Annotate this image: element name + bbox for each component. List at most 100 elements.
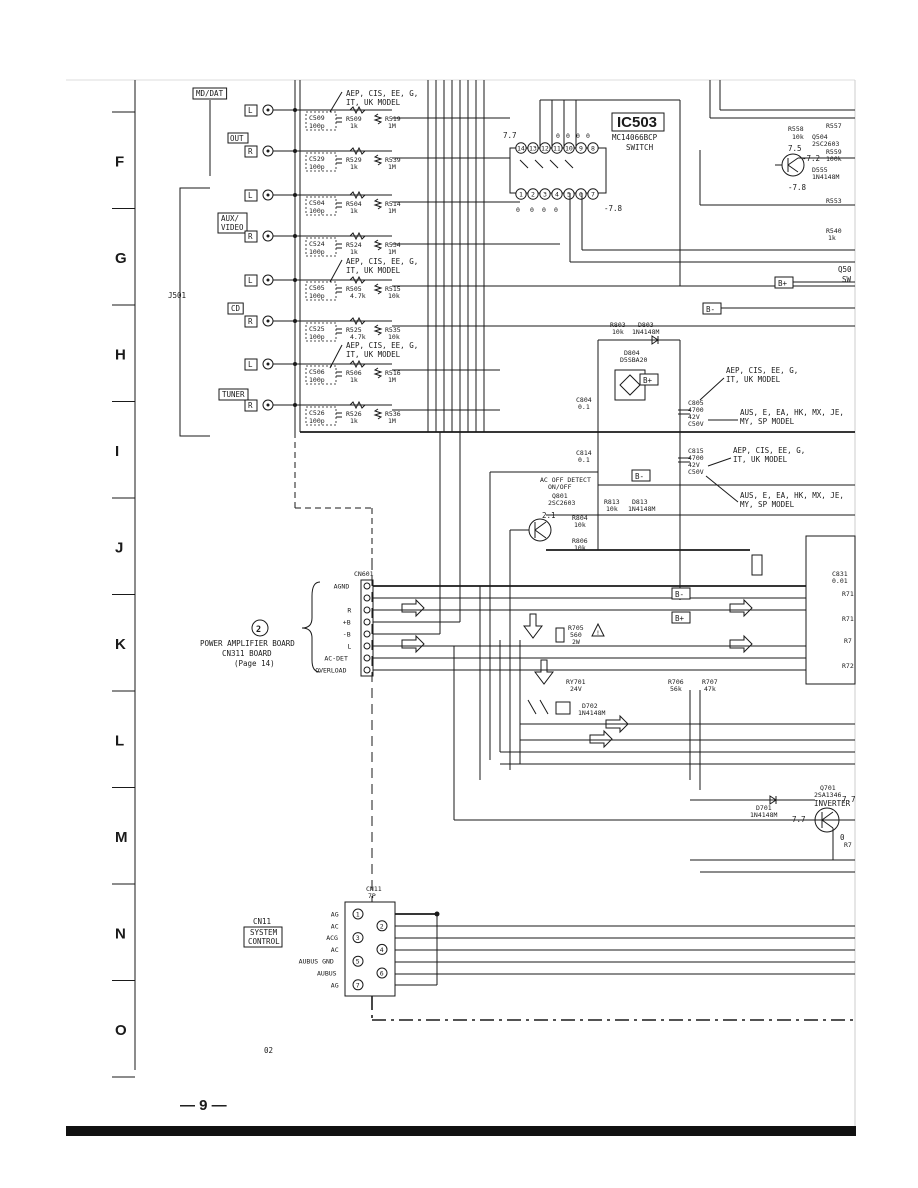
ic503-pin-14 [515, 142, 527, 154]
power-note-3b: IT, UK MODEL [733, 455, 788, 464]
resistor-2-ref: R516 [385, 369, 401, 377]
capacitor-ref: C506 [309, 368, 325, 376]
bplus-box-3 [671, 611, 691, 624]
cn601-pin [363, 654, 371, 662]
capacitor-ref: C504 [309, 199, 325, 207]
d803-symbol [651, 335, 659, 345]
r72-ref: R72 [842, 662, 854, 670]
r705-ref: R705 [568, 624, 584, 632]
cn11-pin [352, 979, 364, 991]
ic503-pin-label: 11 [553, 145, 561, 153]
jack-node [293, 362, 297, 366]
jack-group-label-box [227, 302, 244, 315]
jack-side-box [244, 189, 258, 202]
resistor-2-value: 1M [388, 376, 396, 384]
q701-part: 2SA1346 [814, 791, 841, 799]
ic503-body [509, 147, 607, 194]
capacitor-symbol [336, 243, 342, 249]
r559-ref: R559 [826, 148, 842, 156]
r71b-ref: R71 [842, 615, 854, 623]
capacitor-symbol [336, 371, 342, 377]
d804-bridge-symbol [619, 374, 641, 396]
r705-val: 560 [570, 631, 582, 639]
r803-val: 10k [612, 328, 624, 336]
warning-triangle [591, 622, 605, 637]
c814-val: 0.1 [578, 456, 590, 464]
jack-group-label: AUX/ [221, 214, 239, 223]
ic503-pin-label: 4 [555, 191, 559, 199]
ic503-pin-label: 13 [529, 145, 537, 153]
jack-socket-center [266, 108, 270, 112]
jack-group-label: CD [231, 304, 241, 313]
c804-ref: C804 [576, 396, 592, 404]
cn11-pin [376, 967, 388, 979]
ic503-pin-label: 6 [579, 191, 583, 199]
ac-off-detect-label-b: ON/OFF [548, 483, 572, 491]
d701-part: 1N4148M [750, 811, 777, 819]
ic503-top-v4: 0 [586, 132, 590, 140]
ic503-bottom-v4: 0 [554, 206, 558, 214]
r7d-ref: R7 [844, 841, 852, 849]
capacitor-value: 100p [309, 292, 325, 300]
r71a-ref: R71 [842, 590, 854, 598]
board-title: POWER AMPLIFIER BOARD [200, 639, 295, 648]
jack-node [293, 193, 297, 197]
r558-val: 10k [792, 133, 804, 141]
r806-ref: R806 [572, 537, 588, 545]
jack-group-label: TUNER [222, 390, 245, 399]
d702-part: 1N4148M [578, 709, 605, 717]
capacitor-value: 100p [309, 122, 325, 130]
resistor-symbol-2 [373, 239, 383, 251]
ic503-pin-label: 5 [567, 191, 571, 199]
jack-inner-label: OUT [230, 134, 244, 143]
page-bottom-bar [66, 1126, 856, 1136]
resistor-2-value: 10k [388, 292, 400, 300]
ry701-val: 24V [570, 685, 582, 693]
sys-control-label-b: CONTROL [248, 937, 280, 946]
capacitor-value: 100p [309, 163, 325, 171]
jack-node [293, 403, 297, 407]
r803-ref: R803 [610, 321, 626, 329]
power-note-1-leader [699, 377, 725, 401]
jack-group: MD/DATOUTLC509100pR5091kR5191MRC529100pR… [192, 87, 401, 176]
model-note-3b: IT, UK MODEL [346, 350, 401, 359]
ic503-pin-label: 2 [531, 191, 535, 199]
resistor-ref: R504 [346, 200, 362, 208]
d804-part: D5SBA20 [620, 356, 647, 364]
cn11-pin-label: AUBUS [317, 970, 337, 978]
ic503-ref: IC503 [617, 114, 657, 131]
capacitor-ref: C509 [309, 114, 325, 122]
jack-node [293, 149, 297, 153]
q701-v1: 7.7 [842, 795, 856, 804]
resistor-value: 4.7k [350, 333, 366, 341]
ic503-pin-label: 10 [565, 145, 573, 153]
ic503-bottom-v3: 0 [542, 206, 546, 214]
grid-row-o: O [115, 1022, 127, 1039]
jack-side-box [244, 274, 258, 287]
model-note-2-leader [329, 259, 343, 283]
jack-node [293, 234, 297, 238]
right-edge: C831 0.01 R71 R71 R7 R72 R7 [805, 535, 856, 849]
resistor-ref: R509 [346, 115, 362, 123]
j501-bracket: J501 [168, 187, 210, 437]
grid-row-l: L [115, 732, 124, 749]
r813-val: 10k [606, 505, 618, 513]
r706-val: 56k [670, 685, 682, 693]
c815-ref: C815 [688, 447, 704, 455]
grid-row-g: G [115, 250, 127, 267]
jack-side-label: R [248, 317, 253, 326]
capacitor-ref: C529 [309, 155, 325, 163]
resistor-value: 1k [350, 122, 358, 130]
resistor-2-value: 10k [388, 333, 400, 341]
r553-ref: R553 [826, 197, 842, 205]
arrow-relay-2 [589, 729, 613, 749]
resistor-2-value: 1M [388, 163, 396, 171]
cn11-pin-label: AG [331, 981, 339, 989]
resistor-value: 1k [350, 248, 358, 256]
cn11-pin [376, 920, 388, 932]
cn601-pin-label: -B [343, 631, 351, 639]
cn601-pin-label: OVERLOAD [315, 667, 346, 675]
r707-ref: R707 [702, 678, 718, 686]
cn11-pin-number: 6 [380, 970, 384, 978]
